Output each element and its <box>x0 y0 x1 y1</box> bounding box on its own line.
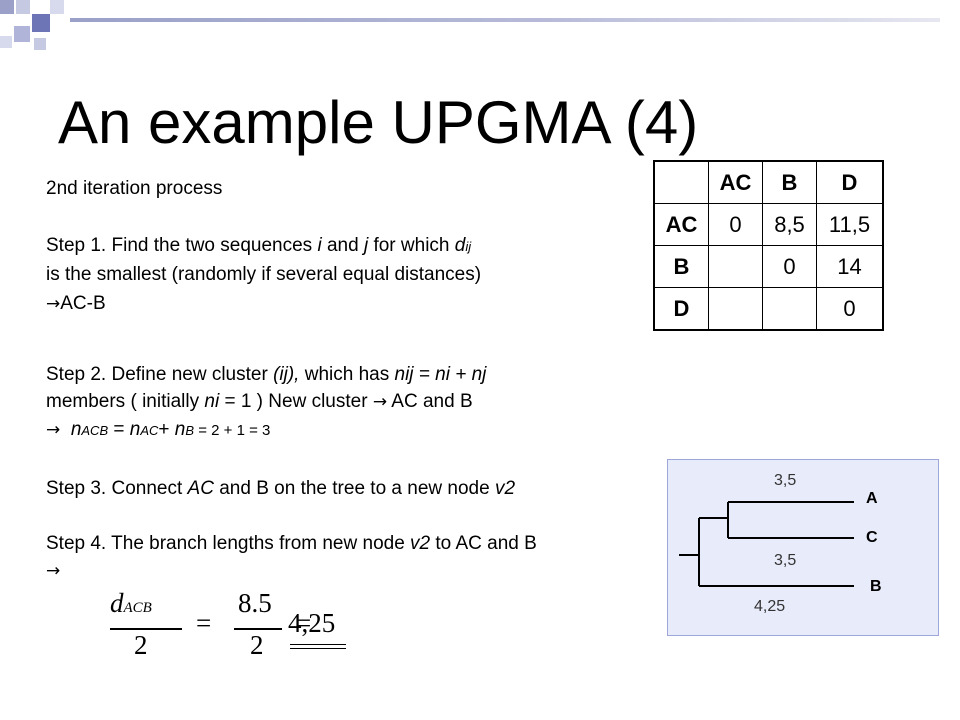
arrow-icon: → <box>46 420 61 440</box>
step3-text-a: Step 3. Connect <box>46 478 188 499</box>
step1-line1: Step 1. Find the two sequences i and j f… <box>46 233 471 260</box>
formula-two-2: 2 <box>250 630 264 660</box>
matrix-row: AC 0 8,5 11,5 <box>653 203 884 246</box>
branch-length-top: 3,5 <box>774 472 797 489</box>
decor-square-6 <box>0 36 12 48</box>
step2-line3: → nACB = nAC+ nB = 2 + 1 = 3 <box>46 417 270 444</box>
step2-text-b: which has <box>299 364 395 385</box>
matrix-col-header: D <box>816 160 884 204</box>
matrix-cell <box>708 245 763 288</box>
leaf-label-b: B <box>870 578 882 595</box>
step1-text-a: Step 1. Find the two sequences <box>46 235 318 256</box>
slide-title: An example UPGMA (4) <box>58 89 699 156</box>
iteration-label: 2nd iteration process <box>46 178 223 199</box>
step1-result: →AC-B <box>46 291 106 317</box>
decor-square-3 <box>32 14 50 32</box>
matrix-col-header: B <box>762 160 817 204</box>
step1-d: d <box>454 235 466 256</box>
step3-ac: AC <box>187 478 214 499</box>
leaf-label-c: C <box>866 529 878 546</box>
arrow-icon: → <box>46 561 61 581</box>
step2-text-a: Step 2. Define new cluster <box>46 364 274 385</box>
fraction-bar-2 <box>234 628 282 630</box>
step1-d-sub: ij <box>465 239 472 254</box>
step2-sub-b: B <box>185 423 195 438</box>
matrix-row-header: B <box>653 245 709 288</box>
step4-v2: v2 <box>410 533 431 554</box>
step2-ni: ni <box>204 391 220 412</box>
decor-square-7 <box>34 38 46 50</box>
step2-n-b: n <box>174 419 186 440</box>
step4-text-a: Step 4. The branch lengths from new node <box>46 533 411 554</box>
decor-square-2 <box>16 0 30 14</box>
matrix-cell: 0 <box>816 287 884 331</box>
step4-line: Step 4. The branch lengths from new node… <box>46 531 537 557</box>
distance-matrix: AC B D AC 0 8,5 11,5 B 0 14 D 0 <box>653 160 884 331</box>
decor-square-1 <box>0 0 14 14</box>
step1-i: i <box>317 235 322 256</box>
step2-text-c: members ( initially <box>46 391 205 412</box>
step2-text-e: AC and B <box>387 391 473 412</box>
step2-line1: Step 2. Define new cluster (ij), which h… <box>46 362 486 388</box>
decor-square-4 <box>14 26 30 42</box>
leaf-label-a: A <box>866 490 878 507</box>
step2-line2: members ( initially ni = 1 ) New cluster… <box>46 389 473 415</box>
matrix-cell: 0 <box>762 245 817 288</box>
arrow-icon: → <box>46 294 61 314</box>
step1-j: j <box>363 235 369 256</box>
matrix-cell: 8,5 <box>762 203 817 246</box>
matrix-row: D 0 <box>653 287 884 331</box>
step1-and: and <box>321 235 364 256</box>
decor-square-5 <box>50 0 64 14</box>
step3-text-b: and B on the tree to a new node <box>213 478 495 499</box>
step2-ij: (ij), <box>273 364 300 385</box>
formula-d: dACB <box>110 588 152 618</box>
arrow-icon: → <box>372 392 388 412</box>
matrix-cell <box>708 287 763 331</box>
matrix-cell: 11,5 <box>816 203 884 246</box>
step2-eq: = <box>108 419 130 440</box>
step2-sub-acb: ACB <box>81 423 109 438</box>
step3-line: Step 3. Connect AC and B on the tree to … <box>46 476 515 502</box>
step2-formula: nij = ni + nj <box>394 364 487 385</box>
matrix-cell: 14 <box>816 245 884 288</box>
step3-v2: v2 <box>494 478 516 499</box>
matrix-col-header: AC <box>708 160 763 204</box>
step1-line2: is the smallest (randomly if several equ… <box>46 264 482 285</box>
matrix-row-header: D <box>653 287 709 331</box>
step4-text-b: to AC and B <box>430 533 537 554</box>
step2-plus: + <box>158 419 175 440</box>
step2-n-acb: n <box>70 419 82 440</box>
matrix-corner-cell <box>653 160 709 204</box>
matrix-cell <box>762 287 817 331</box>
formula-two-1: 2 <box>134 630 148 660</box>
step4-arrow: → <box>46 558 60 584</box>
step1-text-b: for which <box>368 235 455 256</box>
step2-n-ac: n <box>129 419 141 440</box>
formula-result: 4,25 <box>288 608 336 638</box>
branch-length-mid: 3,5 <box>774 552 797 569</box>
matrix-cell: 0 <box>708 203 763 246</box>
step2-tail: = 2 + 1 = 3 <box>194 422 271 439</box>
fraction-bar-1 <box>110 628 182 630</box>
matrix-header-row: AC B D <box>653 160 884 204</box>
branch-length-bottom: 4,25 <box>754 598 786 615</box>
step2-sub-ac: AC <box>140 423 159 438</box>
tree-diagram: 3,5 3,5 4,25 A C B <box>667 459 939 636</box>
result-underline-2 <box>290 648 346 649</box>
step1-result-text: AC-B <box>60 293 106 314</box>
formula-num-2: 8.5 <box>238 588 272 618</box>
formula-eq-2: = <box>296 608 312 638</box>
formula-eq-1: = <box>196 608 212 638</box>
step2-text-d: = 1 ) New cluster <box>219 391 373 412</box>
result-underline-1 <box>290 644 346 645</box>
matrix-row: B 0 14 <box>653 245 884 288</box>
title-rule <box>70 18 940 22</box>
matrix-row-header: AC <box>653 203 709 246</box>
tree-lines <box>679 501 854 587</box>
